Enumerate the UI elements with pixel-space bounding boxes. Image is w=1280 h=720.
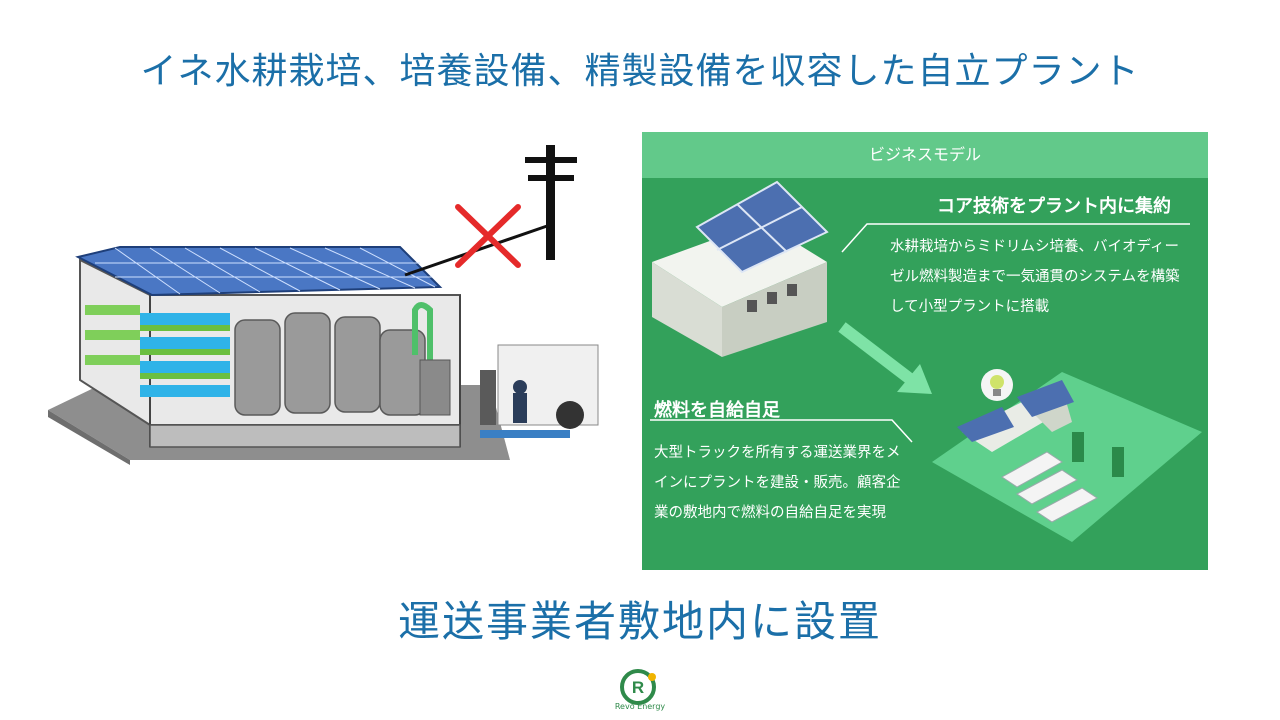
logo-text: Revo Energy	[614, 702, 666, 711]
cross-mark-icon	[455, 204, 521, 268]
core-tech-description: 水耕栽培からミドリムシ培養、バイオディーゼル燃料製造まで一気通貫のシステムを構築…	[890, 239, 1180, 315]
panel-header: ビジネスモデル	[642, 132, 1208, 178]
core-tech-heading: コア技術をプラント内に集約	[937, 196, 1171, 217]
business-model-panel: ビジネスモデル コア技術をプラント内に集約 水耕栽培からミドリムシ培養、バイオデ…	[642, 132, 1208, 570]
svg-text:R: R	[632, 678, 644, 697]
fuel-heading: 燃料を自給自足	[654, 400, 780, 421]
business-model-art	[650, 180, 1202, 542]
page-title: イネ水耕栽培、培養設備、精製設備を収容した自立プラント	[140, 51, 1140, 92]
fuel-description: 大型トラックを所有する運送業界をメインにプラントを建設・販売。顧客企業の敷地内で…	[654, 445, 901, 521]
revo-energy-logo: R	[620, 669, 656, 705]
lightbulb-icon	[981, 369, 1013, 401]
page-subtitle: 運送事業者敷地内に設置	[397, 597, 882, 646]
plant-illustration	[48, 145, 599, 465]
